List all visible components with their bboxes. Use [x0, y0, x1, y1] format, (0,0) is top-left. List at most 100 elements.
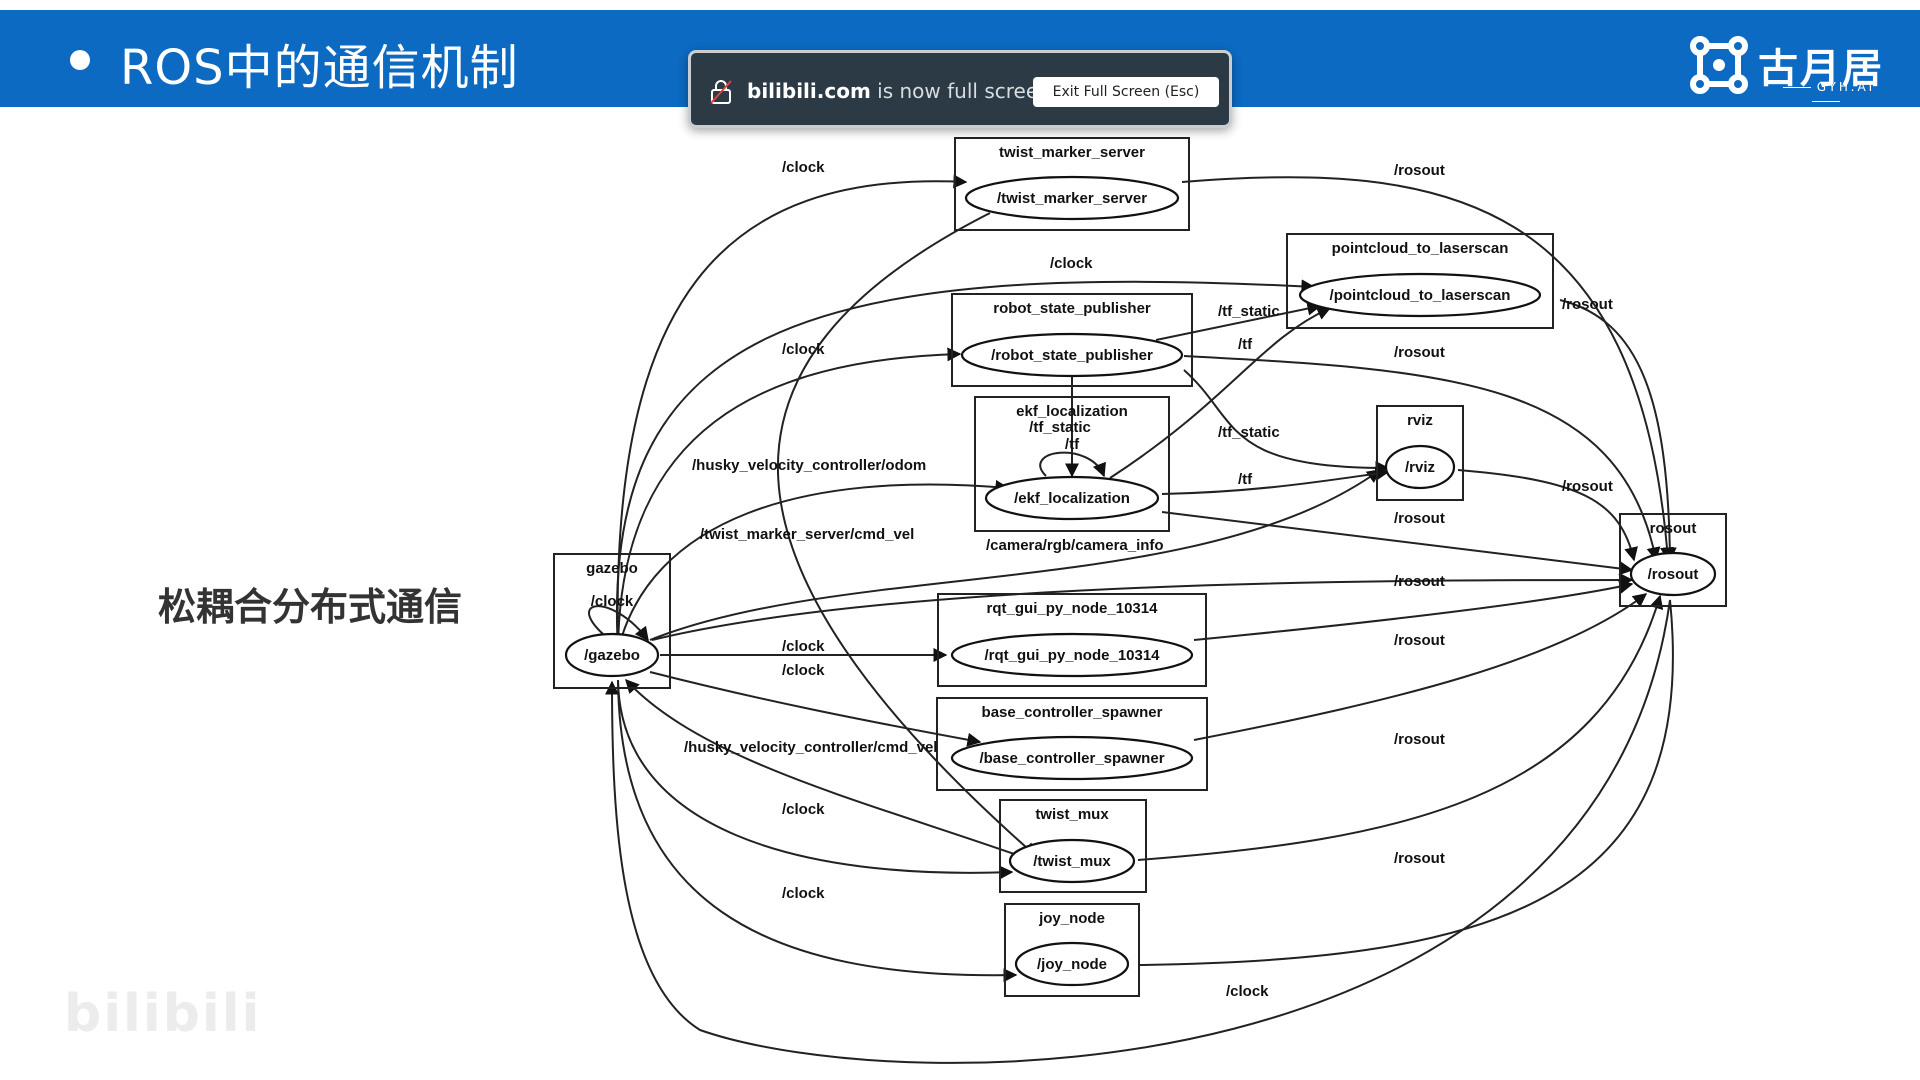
edge-label-tf-1: /tf: [1238, 336, 1253, 353]
edge-label-rosout-7: /rosout: [1394, 632, 1445, 649]
edge-rosout-base: [1193, 593, 1648, 741]
edge-label-tf-static-1: /tf_static: [1218, 303, 1280, 320]
box-title-rqt: rqt_gui_py_node_10314: [987, 600, 1159, 617]
edge-label-clock-2: /clock: [1050, 255, 1093, 272]
edge-label-camera-info: /camera/rgb/camera_info: [986, 537, 1164, 554]
edge-label-rosout-2: /rosout: [1562, 296, 1613, 313]
node-joy: [1014, 941, 1130, 987]
node-label-twist-mux: /twist_mux: [1033, 853, 1111, 870]
logo-subtext: GYH.AI: [1758, 80, 1894, 108]
edge-clock-robot-state: [617, 347, 962, 651]
edge-camera-info-rviz: [649, 469, 1382, 641]
box-title-gazebo: gazebo: [586, 560, 638, 577]
box-pointcloud: [1286, 233, 1554, 329]
exit-fullscreen-button[interactable]: Exit Full Screen (Esc): [1033, 77, 1219, 107]
box-joy: [1004, 903, 1140, 997]
box-gazebo: [553, 553, 671, 689]
box-title-ekf: ekf_localization: [1016, 403, 1128, 420]
edge-clock-twist-mux: [617, 679, 1014, 880]
edge-tf-static-pointcloud: [1155, 301, 1322, 341]
edge-clock-pointcloud: [615, 279, 1316, 651]
node-base-controller: [950, 735, 1194, 781]
edge-label-clock-7: /clock: [782, 885, 825, 902]
node-rviz: [1384, 444, 1456, 490]
edge-rosout-rviz: [1457, 469, 1638, 562]
graph-edge-labels: /clock /clock /clock /husky_velocity_con…: [684, 159, 1613, 1000]
edge-rosout-gazebo: [651, 573, 1634, 641]
edge-label-clock-5: /clock: [782, 662, 825, 679]
edge-tf-static-rviz: [1183, 369, 1390, 475]
edge-label-rosout-5: /rosout: [1394, 510, 1445, 527]
box-base-controller: [936, 697, 1208, 791]
box-twist-mux: [999, 799, 1147, 893]
edge-rosout-twist-mux: [1137, 594, 1664, 861]
slide-title: ROS中的通信机制: [120, 40, 519, 96]
edge-label-rosout-8: /rosout: [1394, 731, 1445, 748]
gazebo-label-clock: /clock: [591, 593, 634, 610]
edge-odom-ekf: [617, 479, 1010, 651]
ekf-label-tf-static: /tf_static: [1029, 419, 1091, 436]
box-title-joy: joy_node: [1038, 910, 1105, 927]
node-gazebo: [564, 632, 660, 678]
graph-box-titles: twist_marker_server pointcloud_to_lasers…: [586, 144, 1696, 927]
edge-husky-cmd-vel: [625, 678, 1021, 857]
graph-nodes: [564, 175, 1717, 987]
node-label-rviz: /rviz: [1405, 459, 1435, 476]
edge-clock-joy: [617, 679, 1018, 983]
title-bullet: [70, 50, 90, 70]
edge-label-clock-3: /clock: [782, 341, 825, 358]
node-robot-state: [960, 332, 1184, 378]
edge-ekf-self-tf: [1039, 451, 1106, 478]
edge-rosout-pointcloud: [1559, 299, 1677, 562]
edge-label-clock-6: /clock: [782, 801, 825, 818]
box-rqt: [937, 593, 1207, 687]
graph-boxes: [553, 137, 1727, 997]
edge-label-clock-4: /clock: [782, 638, 825, 655]
node-pointcloud: [1298, 272, 1542, 318]
edge-label-tf-static-2: /tf_static: [1218, 424, 1280, 441]
node-rqt: [950, 632, 1194, 678]
edge-label-tf-2: /tf: [1238, 471, 1253, 488]
fullscreen-text: is now full screen: [870, 79, 1051, 103]
edge-rosout-twist-marker: [1181, 176, 1674, 562]
box-rviz: [1376, 405, 1464, 501]
edge-gazebo-self-clock: [588, 605, 649, 642]
edge-marker-cmd-vel: [777, 212, 1038, 857]
graph-edges: [588, 174, 1677, 1064]
fullscreen-message: bilibili.com is now full screen: [747, 79, 1051, 103]
box-title-rviz: rviz: [1407, 412, 1433, 429]
edge-label-clock-1: /clock: [782, 159, 825, 176]
box-title-twist-marker-server: twist_marker_server: [999, 144, 1145, 161]
node-twist-mux: [1008, 838, 1136, 884]
edge-tf-rviz: [1161, 466, 1390, 495]
edge-tf-pointcloud: [1109, 306, 1332, 479]
box-rosout: [1619, 513, 1727, 607]
logo-mark-icon: [1690, 36, 1748, 94]
box-title-base-controller: base_controller_spawner: [982, 704, 1163, 721]
side-caption: 松耦合分布式通信: [158, 585, 463, 629]
node-twist-marker-server: [964, 175, 1180, 221]
edge-clock-bottom: [605, 599, 1674, 1064]
node-label-twist-marker-server: /twist_marker_server: [997, 190, 1147, 207]
box-robot-state: [951, 293, 1193, 387]
ekf-label-tf: /tf: [1065, 436, 1080, 453]
node-label-rosout: /rosout: [1648, 566, 1699, 583]
box-title-pointcloud: pointcloud_to_laserscan: [1332, 240, 1509, 257]
video-watermark: bilibili: [64, 984, 262, 1044]
edge-label-rosout-3: /rosout: [1394, 344, 1445, 361]
lock-icon: [710, 80, 732, 104]
node-ekf: [984, 475, 1160, 521]
edge-rosout-ekf: [1161, 511, 1634, 576]
edge-clock-twist-marker: [616, 174, 968, 651]
node-rosout: [1629, 551, 1717, 597]
box-twist-marker-server: [954, 137, 1190, 231]
node-label-pointcloud: /pointcloud_to_laserscan: [1330, 287, 1511, 304]
node-label-robot-state: /robot_state_publisher: [991, 347, 1153, 364]
node-label-rqt: /rqt_gui_py_node_10314: [984, 647, 1160, 664]
edge-label-rosout-6: /rosout: [1394, 573, 1445, 590]
graph-node-labels: /twist_marker_server /pointcloud_to_lase…: [584, 190, 1698, 973]
box-title-robot-state: robot_state_publisher: [993, 300, 1151, 317]
edge-label-odom: /husky_velocity_controller/odom: [692, 457, 926, 474]
edge-label-rosout-9: /rosout: [1394, 850, 1445, 867]
